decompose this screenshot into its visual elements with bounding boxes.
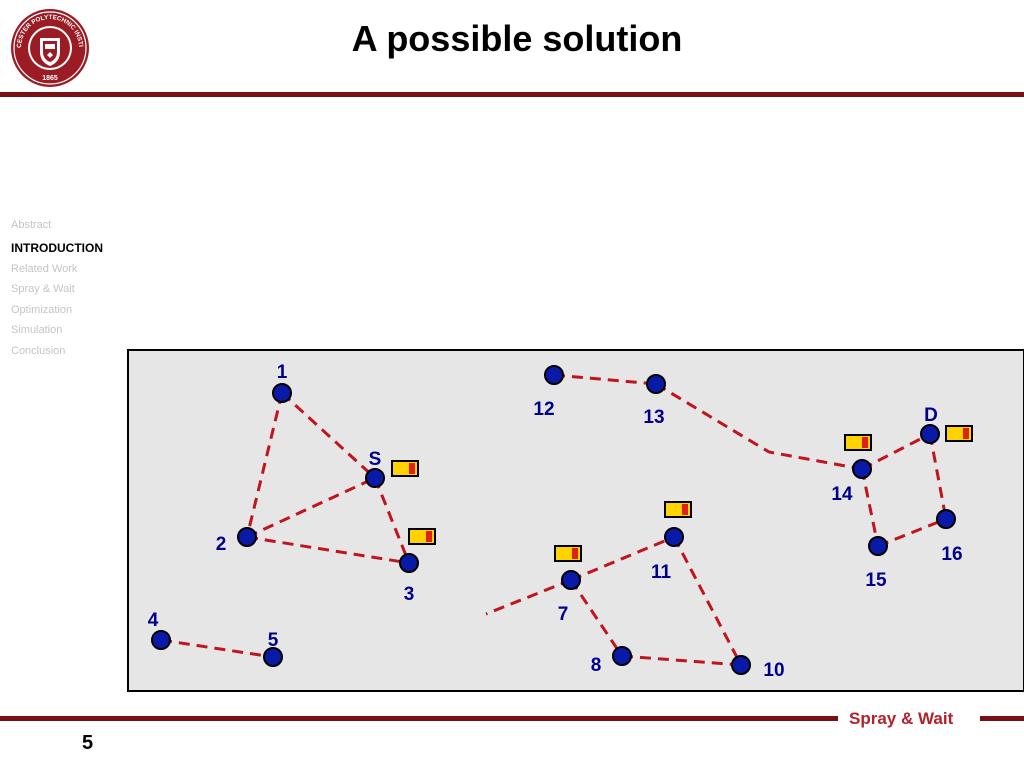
- footer-divider: [0, 716, 838, 721]
- nav-item-spray-and-wait[interactable]: Spray & Wait: [11, 283, 75, 295]
- footer-divider-right: [980, 716, 1024, 721]
- link-2-3: [246, 535, 410, 565]
- node-1: [272, 383, 292, 403]
- node-label-13: 13: [643, 407, 664, 428]
- node-label-5: 5: [268, 630, 279, 651]
- node-12: [544, 365, 564, 385]
- message-copy-S: [391, 460, 419, 477]
- message-copy-14: [844, 434, 872, 451]
- nodes-layer: [151, 365, 956, 675]
- header-divider: [0, 92, 1024, 97]
- diagram-panel: [127, 349, 1024, 692]
- link-13-14: [655, 382, 863, 471]
- message-copy-11: [664, 501, 692, 518]
- node-label-10: 10: [763, 660, 784, 681]
- node-14: [852, 459, 872, 479]
- node-5: [263, 647, 283, 667]
- section-nav: Abstract INTRODUCTION Related Work Spray…: [11, 218, 103, 364]
- nav-item-optimization[interactable]: Optimization: [11, 303, 73, 316]
- node-label-1: 1: [277, 362, 288, 383]
- node-label-12: 12: [533, 399, 554, 420]
- links-layer: [160, 373, 948, 667]
- node-label-3: 3: [404, 584, 415, 605]
- link-S-3: [373, 477, 411, 564]
- link-D-16: [928, 433, 948, 520]
- node-label-7: 7: [558, 604, 569, 625]
- link-7-8: [569, 579, 624, 657]
- node-label-16: 16: [941, 544, 962, 565]
- node-15: [868, 536, 888, 556]
- node-D: [920, 424, 940, 444]
- link-2-S: [246, 476, 376, 539]
- link-11-10: [672, 536, 743, 666]
- link-15-16: [877, 517, 947, 548]
- node-13: [646, 374, 666, 394]
- node-3: [399, 553, 419, 573]
- node-7: [561, 570, 581, 590]
- link-14-D: [861, 432, 931, 471]
- link-8-10: [621, 654, 742, 667]
- wpi-seal-icon: WORCESTER POLYTECHNIC INSTITUTE 1865: [10, 8, 89, 87]
- node-label-4: 4: [148, 610, 159, 631]
- seal-year: 1865: [42, 75, 58, 82]
- node-label-14: 14: [831, 484, 853, 505]
- node-2: [237, 527, 257, 547]
- link-1-S: [280, 391, 377, 480]
- nav-item-related-work[interactable]: Related Work: [11, 262, 78, 275]
- node-label-2: 2: [216, 534, 227, 555]
- link-7-11: [570, 535, 675, 582]
- node-11: [664, 527, 684, 547]
- nav-item-conclusion[interactable]: Conclusion: [11, 344, 66, 357]
- link-4-5: [160, 638, 274, 659]
- slide-title: A possible solution: [351, 18, 683, 59]
- node-label-11: 11: [651, 562, 672, 583]
- node-label-8: 8: [591, 655, 602, 676]
- node-label-D: D: [924, 405, 938, 426]
- node-label-15: 15: [865, 570, 887, 591]
- message-copy-3: [408, 528, 436, 545]
- node-4: [151, 630, 171, 650]
- node-label-S: S: [369, 449, 382, 470]
- page-number: 5: [82, 732, 94, 754]
- nav-item-abstract[interactable]: Abstract: [11, 219, 52, 231]
- node-10: [731, 655, 751, 675]
- nav-item-simulation[interactable]: Simulation: [11, 324, 63, 336]
- messages-layer: [391, 425, 973, 562]
- message-copy-7: [554, 545, 582, 562]
- link-7-offscreen: [485, 578, 572, 616]
- node-8: [612, 646, 632, 666]
- link-1-2: [245, 392, 284, 538]
- node-16: [936, 509, 956, 529]
- nav-item-introduction[interactable]: INTRODUCTION: [11, 240, 103, 255]
- link-14-15: [860, 468, 880, 547]
- node-S: [365, 468, 385, 488]
- footer-brand: Spray & Wait: [849, 709, 954, 728]
- message-copy-D: [945, 425, 973, 442]
